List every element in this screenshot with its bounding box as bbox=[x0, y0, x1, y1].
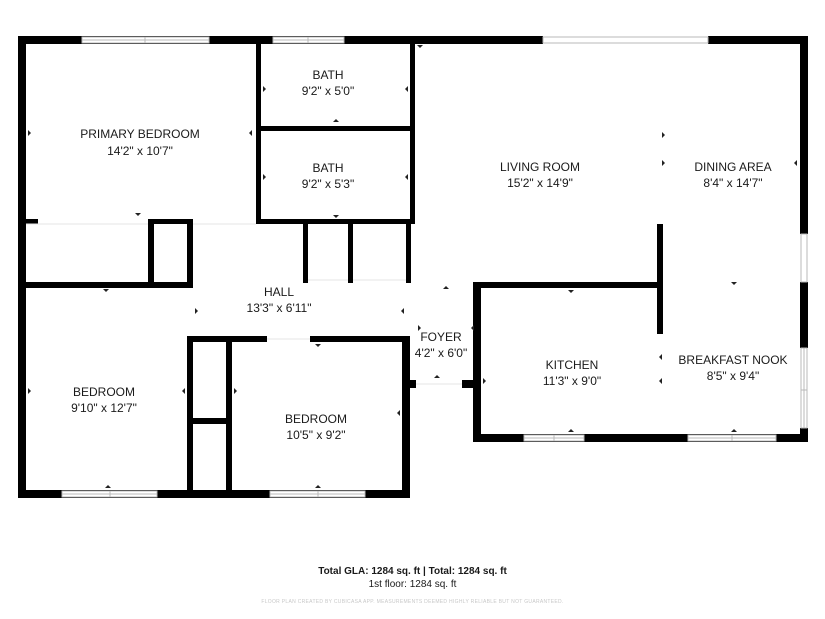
room-dimensions: 8'5" x 9'4" bbox=[707, 369, 759, 383]
room-hall: HALL 13'3" x 6'11" bbox=[247, 285, 312, 315]
disclaimer-text: FLOOR PLAN CREATED BY CUBICASA APP. MEAS… bbox=[261, 599, 564, 605]
windows bbox=[61, 36, 808, 498]
room-bedroom-left: BEDROOM 9'10" x 12'7" bbox=[71, 385, 137, 415]
room-dimensions: 9'2" x 5'3" bbox=[302, 177, 354, 191]
room-name: BEDROOM bbox=[285, 412, 347, 426]
room-dining-area: DINING AREA 8'4" x 14'7" bbox=[694, 160, 771, 190]
window-nook-right bbox=[800, 347, 808, 429]
total-area-summary: Total GLA: 1284 sq. ft | Total: 1284 sq.… bbox=[318, 566, 507, 577]
room-kitchen: KITCHEN 11'3" x 9'0" bbox=[543, 358, 601, 388]
room-name: DINING AREA bbox=[694, 160, 771, 174]
room-name: PRIMARY BEDROOM bbox=[80, 127, 200, 141]
room-name: LIVING ROOM bbox=[500, 160, 580, 174]
window-dining-right bbox=[800, 233, 808, 283]
room-breakfast-nook: BREAKFAST NOOK 8'5" x 9'4" bbox=[678, 353, 787, 383]
interior-walls bbox=[18, 44, 663, 498]
room-dimensions: 14'2" x 10'7" bbox=[107, 144, 173, 158]
room-dimensions: 9'2" x 5'0" bbox=[302, 84, 354, 98]
room-bedroom-right: BEDROOM 10'5" x 9'2" bbox=[285, 412, 347, 442]
window-bedroom2 bbox=[269, 490, 366, 498]
floor-area-summary: 1st floor: 1284 sq. ft bbox=[368, 579, 457, 590]
room-dimensions: 9'10" x 12'7" bbox=[71, 401, 137, 415]
room-dimensions: 8'4" x 14'7" bbox=[703, 176, 762, 190]
room-primary-bedroom: PRIMARY BEDROOM 14'2" x 10'7" bbox=[80, 127, 200, 158]
room-foyer: FOYER 4'2" x 6'0" bbox=[415, 330, 467, 360]
room-name: HALL bbox=[264, 285, 294, 299]
window-bedroom1 bbox=[61, 490, 158, 498]
room-dimensions: 11'3" x 9'0" bbox=[543, 374, 601, 388]
room-bath-lower: BATH 9'2" x 5'3" bbox=[302, 161, 354, 191]
room-name: BEDROOM bbox=[73, 385, 135, 399]
window-bath bbox=[272, 36, 345, 44]
room-name: BATH bbox=[312, 68, 343, 82]
room-dimensions: 15'2" x 14'9" bbox=[507, 176, 573, 190]
openings bbox=[26, 223, 462, 385]
window-kitchen-bottom bbox=[523, 434, 585, 442]
room-name: FOYER bbox=[420, 330, 462, 344]
room-dimensions: 10'5" x 9'2" bbox=[286, 428, 345, 442]
room-name: KITCHEN bbox=[546, 358, 599, 372]
room-name: BREAKFAST NOOK bbox=[678, 353, 787, 367]
window-nook-bottom bbox=[687, 434, 777, 442]
dimension-ticks bbox=[28, 45, 797, 488]
room-dimensions: 13'3" x 6'11" bbox=[247, 301, 312, 315]
room-dimensions: 4'2" x 6'0" bbox=[415, 346, 467, 360]
window-primary-bedroom bbox=[81, 36, 210, 44]
room-name: BATH bbox=[312, 161, 343, 175]
window-living-room bbox=[542, 36, 709, 44]
room-bath-upper: BATH 9'2" x 5'0" bbox=[302, 68, 354, 98]
room-living-room: LIVING ROOM 15'2" x 14'9" bbox=[500, 160, 580, 190]
